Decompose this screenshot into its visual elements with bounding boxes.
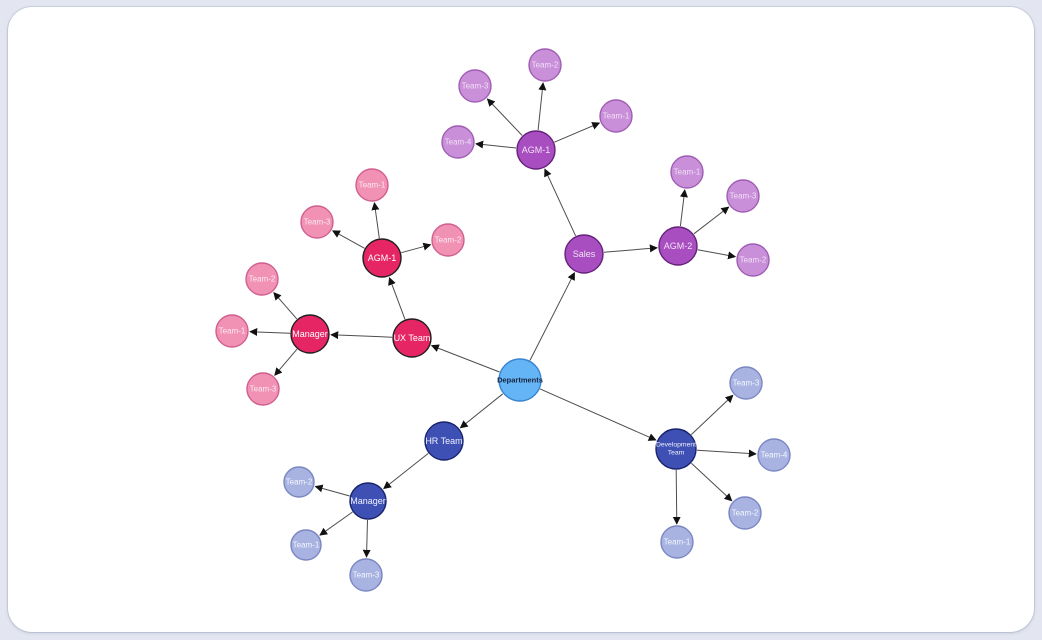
sales-agm2-team1-circle[interactable]: [670, 155, 704, 189]
dev-team-team2-circle[interactable]: [728, 496, 762, 530]
edge-sales-agm2-sales-agm2-team3: [693, 206, 730, 235]
node-hr-manager-team3[interactable]: Team-3: [349, 558, 383, 592]
sales-agm2-circle[interactable]: [658, 226, 698, 266]
node-sales-agm1-team1[interactable]: Team-1: [599, 99, 633, 133]
ux-agm1-circle[interactable]: [362, 238, 402, 278]
node-dev-team-team3[interactable]: Team-3: [729, 366, 763, 400]
ux-manager-team1-circle[interactable]: [215, 314, 249, 348]
edge-sales-agm2-sales-agm2-team2: [697, 249, 737, 260]
node-sales-agm1-team2[interactable]: Team-2: [528, 48, 562, 82]
node-hr-manager[interactable]: Manager: [349, 482, 387, 520]
edge-ux-agm1-ux-agm1-team2: [401, 242, 432, 254]
dev-team-team1-circle[interactable]: [660, 525, 694, 559]
edge-ux-manager-ux-manager-team3: [274, 348, 298, 376]
edge-sales-agm1-sales-agm1-team3: [486, 98, 523, 136]
edge-hr-team-hr-manager: [383, 453, 429, 490]
sales-agm2-team2-circle[interactable]: [736, 243, 770, 277]
dev-team-team3-circle[interactable]: [729, 366, 763, 400]
node-dev-team-team1[interactable]: Team-1: [660, 525, 694, 559]
diagram-card: [8, 7, 1034, 632]
node-sales-agm2-team3[interactable]: Team-3: [726, 179, 760, 213]
sales-agm1-circle[interactable]: [516, 130, 556, 170]
edge-ux-team-ux-manager: [330, 331, 393, 340]
edge-dev-team-dev-team-team2: [691, 462, 733, 502]
dev-team-circle[interactable]: [655, 428, 697, 470]
node-hr-team[interactable]: HR Team: [424, 421, 464, 461]
edge-ux-agm1-ux-agm1-team3: [332, 230, 365, 249]
edge-ux-manager-ux-manager-team2: [273, 291, 298, 320]
departments-circle[interactable]: [498, 358, 542, 402]
hr-manager-team3-circle[interactable]: [349, 558, 383, 592]
edge-sales-agm2-sales-agm2-team1: [679, 189, 688, 227]
edge-sales-agm1-sales-agm1-team2: [537, 82, 547, 131]
sales-agm2-team3-circle[interactable]: [726, 179, 760, 213]
edge-departments-dev-team: [539, 388, 657, 441]
node-ux-agm1-team2[interactable]: Team-2: [431, 223, 465, 257]
node-dev-team-team4[interactable]: Team-4: [757, 438, 791, 472]
edge-sales-sales-agm1: [544, 168, 577, 237]
node-ux-agm1-team1[interactable]: Team-1: [355, 168, 389, 202]
edge-departments-hr-team: [459, 393, 504, 429]
edge-ux-team-ux-agm1: [388, 276, 406, 320]
node-sales[interactable]: Sales: [564, 234, 604, 274]
edge-hr-manager-hr-manager-team2: [314, 484, 350, 497]
node-departments[interactable]: Departments: [497, 358, 543, 402]
sales-agm1-team1-circle[interactable]: [599, 99, 633, 133]
node-sales-agm1[interactable]: AGM-1: [516, 130, 556, 170]
ux-agm1-team2-circle[interactable]: [431, 223, 465, 257]
node-ux-manager-team3[interactable]: Team-3: [246, 372, 280, 406]
edge-sales-agm1-sales-agm1-team4: [475, 140, 517, 149]
node-ux-agm1[interactable]: AGM-1: [362, 238, 402, 278]
ux-agm1-team1-circle[interactable]: [355, 168, 389, 202]
ux-team-circle[interactable]: [392, 318, 432, 358]
node-sales-agm1-team3[interactable]: Team-3: [458, 69, 492, 103]
node-ux-manager-team2[interactable]: Team-2: [245, 262, 279, 296]
hr-team-circle[interactable]: [424, 421, 464, 461]
hr-manager-circle[interactable]: [349, 482, 387, 520]
edge-hr-manager-hr-manager-team3: [362, 519, 371, 558]
node-sales-agm2-team2[interactable]: Team-2: [736, 243, 770, 277]
edge-ux-agm1-ux-agm1-team1: [371, 202, 380, 239]
node-ux-manager[interactable]: Manager: [290, 314, 330, 354]
ux-agm1-team3-circle[interactable]: [300, 205, 334, 239]
ux-manager-team3-circle[interactable]: [246, 372, 280, 406]
node-ux-agm1-team3[interactable]: Team-3: [300, 205, 334, 239]
edge-sales-agm1-sales-agm1-team1: [554, 122, 601, 143]
ux-manager-circle[interactable]: [290, 314, 330, 354]
edge-dev-team-dev-team-team4: [696, 449, 757, 458]
nodes-layer: DepartmentsSalesAGM-1Team-2Team-3Team-1T…: [215, 48, 791, 592]
ux-manager-team2-circle[interactable]: [245, 262, 279, 296]
sales-agm1-team2-circle[interactable]: [528, 48, 562, 82]
sales-circle[interactable]: [564, 234, 604, 274]
edge-departments-ux-team: [430, 344, 500, 373]
edge-sales-sales-agm2: [603, 244, 658, 253]
node-sales-agm1-team4[interactable]: Team-4: [441, 125, 475, 159]
node-dev-team-team2[interactable]: Team-2: [728, 496, 762, 530]
dev-team-team4-circle[interactable]: [757, 438, 791, 472]
edge-ux-manager-ux-manager-team1: [249, 327, 291, 336]
edge-dev-team-dev-team-team3: [690, 394, 734, 435]
edge-hr-manager-hr-manager-team1: [319, 511, 353, 536]
node-sales-agm2[interactable]: AGM-2: [658, 226, 698, 266]
node-hr-manager-team2[interactable]: Team-2: [283, 466, 315, 498]
edge-departments-sales: [529, 271, 575, 361]
edges-layer: [249, 82, 757, 558]
hr-manager-team2-circle[interactable]: [283, 466, 315, 498]
node-hr-manager-team1[interactable]: Team-1: [290, 529, 322, 561]
sales-agm1-team3-circle[interactable]: [458, 69, 492, 103]
node-sales-agm2-team1[interactable]: Team-1: [670, 155, 704, 189]
node-ux-team[interactable]: UX Team: [392, 318, 432, 358]
hr-manager-team1-circle[interactable]: [290, 529, 322, 561]
sales-agm1-team4-circle[interactable]: [441, 125, 475, 159]
edge-dev-team-dev-team-team1: [672, 469, 681, 525]
node-ux-manager-team1[interactable]: Team-1: [215, 314, 249, 348]
